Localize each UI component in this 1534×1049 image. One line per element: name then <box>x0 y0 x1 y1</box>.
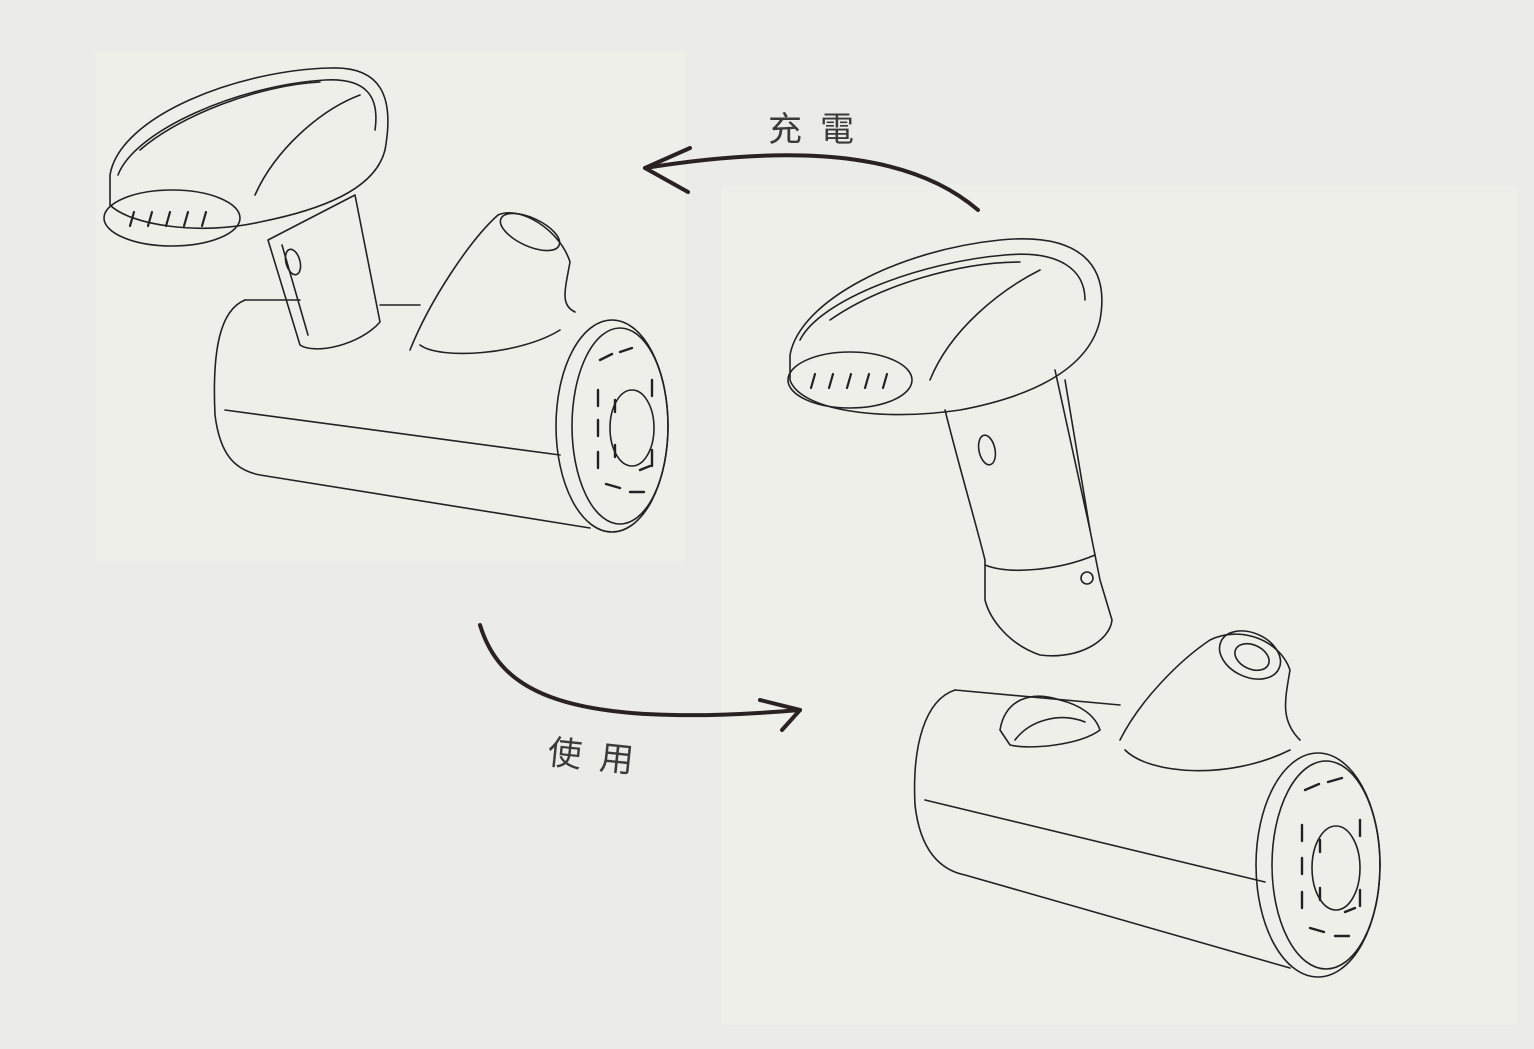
device-base-charging <box>913 630 1381 978</box>
arrow-charge-head <box>643 146 692 194</box>
label-charge: 充電 <box>768 110 872 150</box>
device-head-detached <box>787 238 1113 657</box>
arrow-use <box>478 623 802 718</box>
arrow-use-head <box>758 698 802 732</box>
paper-sheet-right <box>722 185 1517 1025</box>
device-assembled <box>103 67 669 533</box>
paper-sheet-left <box>95 52 685 562</box>
arrow-charge <box>643 153 980 212</box>
